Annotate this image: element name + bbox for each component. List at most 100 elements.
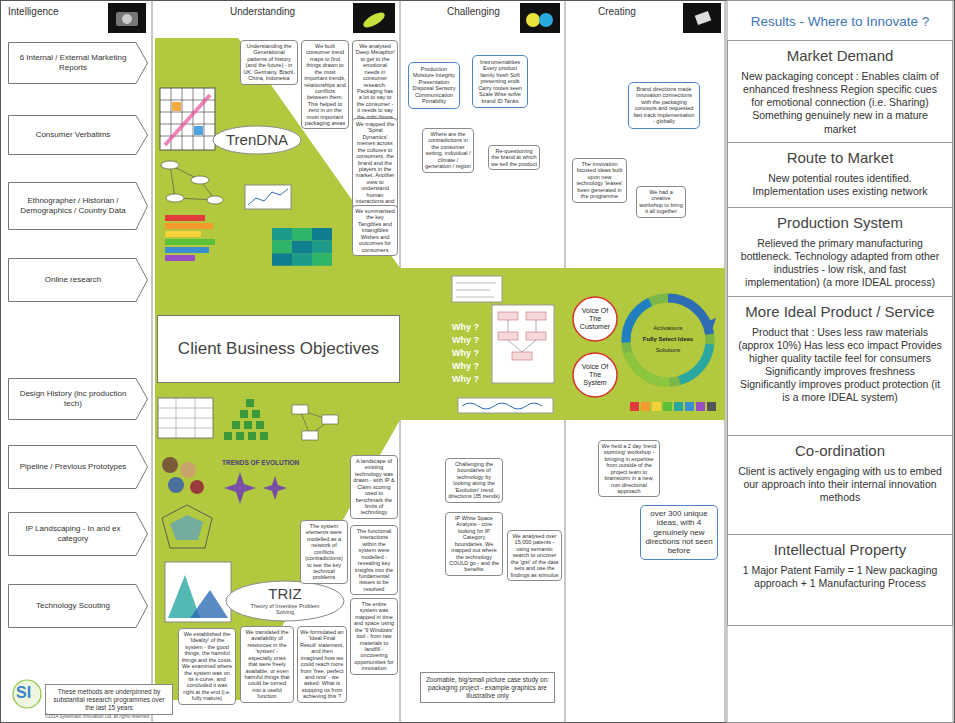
callout-box: We had a creative workshop to bring it a… [636, 186, 686, 218]
node-text: Brand directions made innovation connect… [632, 86, 696, 125]
callout-box: The innovation focused ideas built upon … [572, 158, 627, 203]
highlight-callout: over 300 unique ideas, with 4 genuinely … [640, 505, 718, 560]
highlight-callout: Production Moisture Integrity Presentati… [408, 62, 460, 109]
body-text: Client is actively engaging with us to e… [736, 465, 944, 504]
results-section: Intellectual Property 1 Major Patent Fami… [727, 534, 953, 626]
node-text: Challenging the boundaries of technology… [448, 461, 500, 500]
node-text: We summarised the key Tangibles and Inta… [355, 208, 395, 253]
callout-box: A landscape of existing technology was d… [350, 455, 398, 519]
node-text: The entire system was mapped in time and… [353, 601, 395, 672]
node-text: Online research [45, 275, 101, 285]
callout-box: We mapped the 'Spiral Dynamics' memes ac… [352, 118, 398, 214]
node-text: TrenDNA [226, 132, 288, 149]
note-box: These methods are underpinned by substan… [45, 684, 173, 715]
note-box: Zoomable, big/small picture case study o… [420, 672, 555, 703]
chev-shape [9, 513, 148, 556]
why-question: Why ? [452, 335, 479, 345]
node-text: Technology Scouting [36, 601, 110, 611]
results-section: Co-ordinationClient is actively engaging… [727, 435, 953, 535]
input-arrow: Design History (inc production tech) [8, 378, 148, 420]
node-text: Understanding the Generational patterns … [243, 43, 295, 82]
body-text: New packaging concept : Enables claim of… [736, 70, 944, 136]
callout-box: The entire system was mapped in time and… [350, 598, 398, 675]
node-text: Zoomable, big/small picture case study o… [424, 676, 551, 699]
node-text: We formulated an 'Ideal Final Result' st… [300, 629, 344, 700]
callout-box: We built consumer trend maps to find thi… [301, 40, 349, 129]
input-arrow: 6 Internal / External Marketing Reports [8, 42, 148, 84]
node-text: Results - Where to Innovate ? [751, 14, 930, 29]
node-text: Design History (inc production tech) [14, 389, 132, 408]
node-text: TRIZ [268, 586, 301, 603]
node-text: We established the 'Ideality' of the sys… [181, 631, 233, 702]
node-text: Where are the contradictions in the cons… [425, 131, 471, 170]
node-text: Production Moisture Integrity Presentati… [412, 66, 456, 105]
callout-box: Re-questioning the brand at which we sel… [488, 145, 540, 170]
highlight-callout: Instrumentalities Every product family f… [472, 55, 528, 108]
circ-shape [573, 297, 617, 341]
results-section: More Ideal Product / ServiceProduct that… [727, 296, 953, 436]
why-question: Why ? [452, 348, 479, 358]
objectives-box: Client Business Objectives [157, 315, 400, 383]
node-text: IP White Space Analysis - core looking f… [448, 515, 500, 573]
callout-box: Understanding the Generational patterns … [240, 40, 298, 85]
body-text: Relieved the primary manufacturing bottl… [736, 237, 944, 290]
node-text: IP Landscaping - In and ex category [14, 524, 132, 543]
results-title: Results - Where to Innovate ? [727, 1, 953, 41]
input-arrow: Online research [8, 258, 148, 302]
callout-box: We translated the availability of resour… [240, 626, 294, 703]
column-heading: Creating [598, 6, 636, 18]
section-heading: Intellectual Property [736, 541, 944, 559]
node-text: We mapped the 'Spiral Dynamics' memes ac… [355, 121, 395, 211]
input-arrow: Consumer Verbatims [8, 115, 148, 155]
node-text: Voice Of The Customer [578, 307, 612, 330]
chev-shape [9, 259, 148, 302]
node-text: The functional interactions within the s… [353, 528, 395, 592]
oval-shape [226, 581, 344, 621]
why-question: Why ? [452, 374, 479, 384]
why-question: Why ? [452, 361, 479, 371]
callout-box: We analysed over 15,000 patents - using … [507, 530, 562, 581]
cycle-label: Activations [653, 325, 682, 332]
chev-shape [9, 379, 148, 420]
chev-shape [9, 585, 148, 628]
node-text: Consumer Verbatims [36, 130, 111, 140]
input-arrow: Ethnographer / Historian / Demographics … [8, 182, 148, 230]
input-arrow: Technology Scouting [8, 584, 148, 628]
node-text: 6 Internal / External Marketing Reports [14, 53, 132, 72]
node-text: Re-questioning the brand at which we sel… [491, 148, 537, 167]
section-heading: More Ideal Product / Service [736, 303, 944, 321]
section-heading: Market Demand [736, 47, 944, 65]
callout-box: We analysed 'Deep Metaphor' to get to th… [352, 40, 398, 123]
callout-box: We held a 2 day 'trend storming' worksho… [598, 440, 660, 497]
oval-shape [213, 126, 301, 154]
node-text: The innovation focused ideas built upon … [575, 161, 624, 200]
chev-shape [9, 446, 148, 489]
callout-box: Where are the contradictions in the cons… [422, 128, 474, 173]
node-text: The system elements were modelled as a n… [303, 523, 345, 581]
chev-shape [9, 43, 148, 84]
node-text: We analysed 'Deep Metaphor' to get to th… [355, 43, 395, 120]
node-text: We analysed over 15,000 patents - using … [510, 533, 559, 578]
column-heading: Understanding [230, 6, 295, 18]
node-text: Voice Of The System [578, 363, 612, 386]
node-text: We held a 2 day 'trend storming' worksho… [601, 443, 657, 494]
logo-text: SI [16, 684, 31, 702]
body-text: New potential routes identified. Impleme… [736, 172, 944, 198]
method-oval: TRIZTheory of Inventive Problem Solving [225, 580, 345, 622]
voice-circle: Voice Of The Customer [572, 296, 618, 342]
section-heading: Co-ordination [736, 442, 944, 460]
node-text: Ethnographer / Historian / Demographics … [14, 196, 132, 215]
section-heading: Production System [736, 214, 944, 232]
circ-shape [573, 353, 617, 397]
node-text: We had a creative workshop to bring it a… [639, 189, 683, 215]
callout-box: The system elements were modelled as a n… [300, 520, 348, 584]
callout-box: IP White Space Analysis - core looking f… [445, 512, 503, 576]
node-text: These methods are underpinned by substan… [49, 688, 169, 711]
callout-box: We established the 'Ideality' of the sys… [178, 628, 236, 705]
why-question: Why ? [452, 322, 479, 332]
node-text: Instrumentalities Every product family f… [476, 59, 524, 104]
voice-circle: Voice Of The System [572, 352, 618, 398]
cycle-label: Solutions [656, 347, 681, 354]
callout-box: The functional interactions within the s… [350, 525, 398, 595]
body-text: 1 Major Patent Family = 1 New packaging … [736, 564, 944, 590]
